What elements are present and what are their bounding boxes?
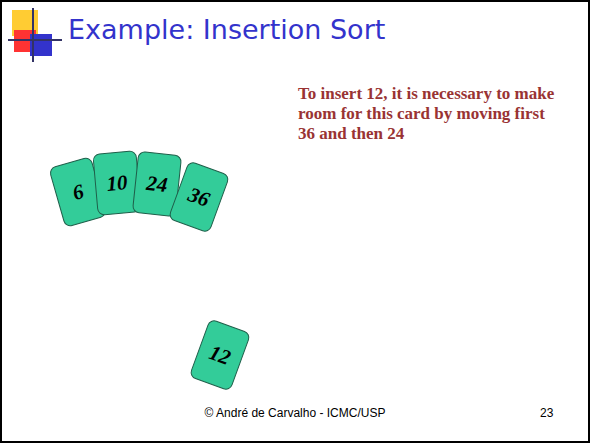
explanation-note: To insert 12, it is necessary to make ro… (298, 84, 560, 144)
card-number: 6 (70, 179, 87, 206)
card-number: 24 (145, 170, 168, 197)
card-number: 12 (206, 340, 234, 371)
number-card: 12 (189, 318, 252, 391)
card-number: 36 (185, 182, 213, 213)
logo-line (32, 8, 34, 62)
footer-credit: © André de Carvalho - ICMC/USP (205, 406, 386, 420)
logo-line (8, 39, 62, 41)
card-number: 10 (105, 170, 128, 197)
page-number: 23 (540, 406, 553, 420)
slide-title: Example: Insertion Sort (68, 14, 385, 45)
